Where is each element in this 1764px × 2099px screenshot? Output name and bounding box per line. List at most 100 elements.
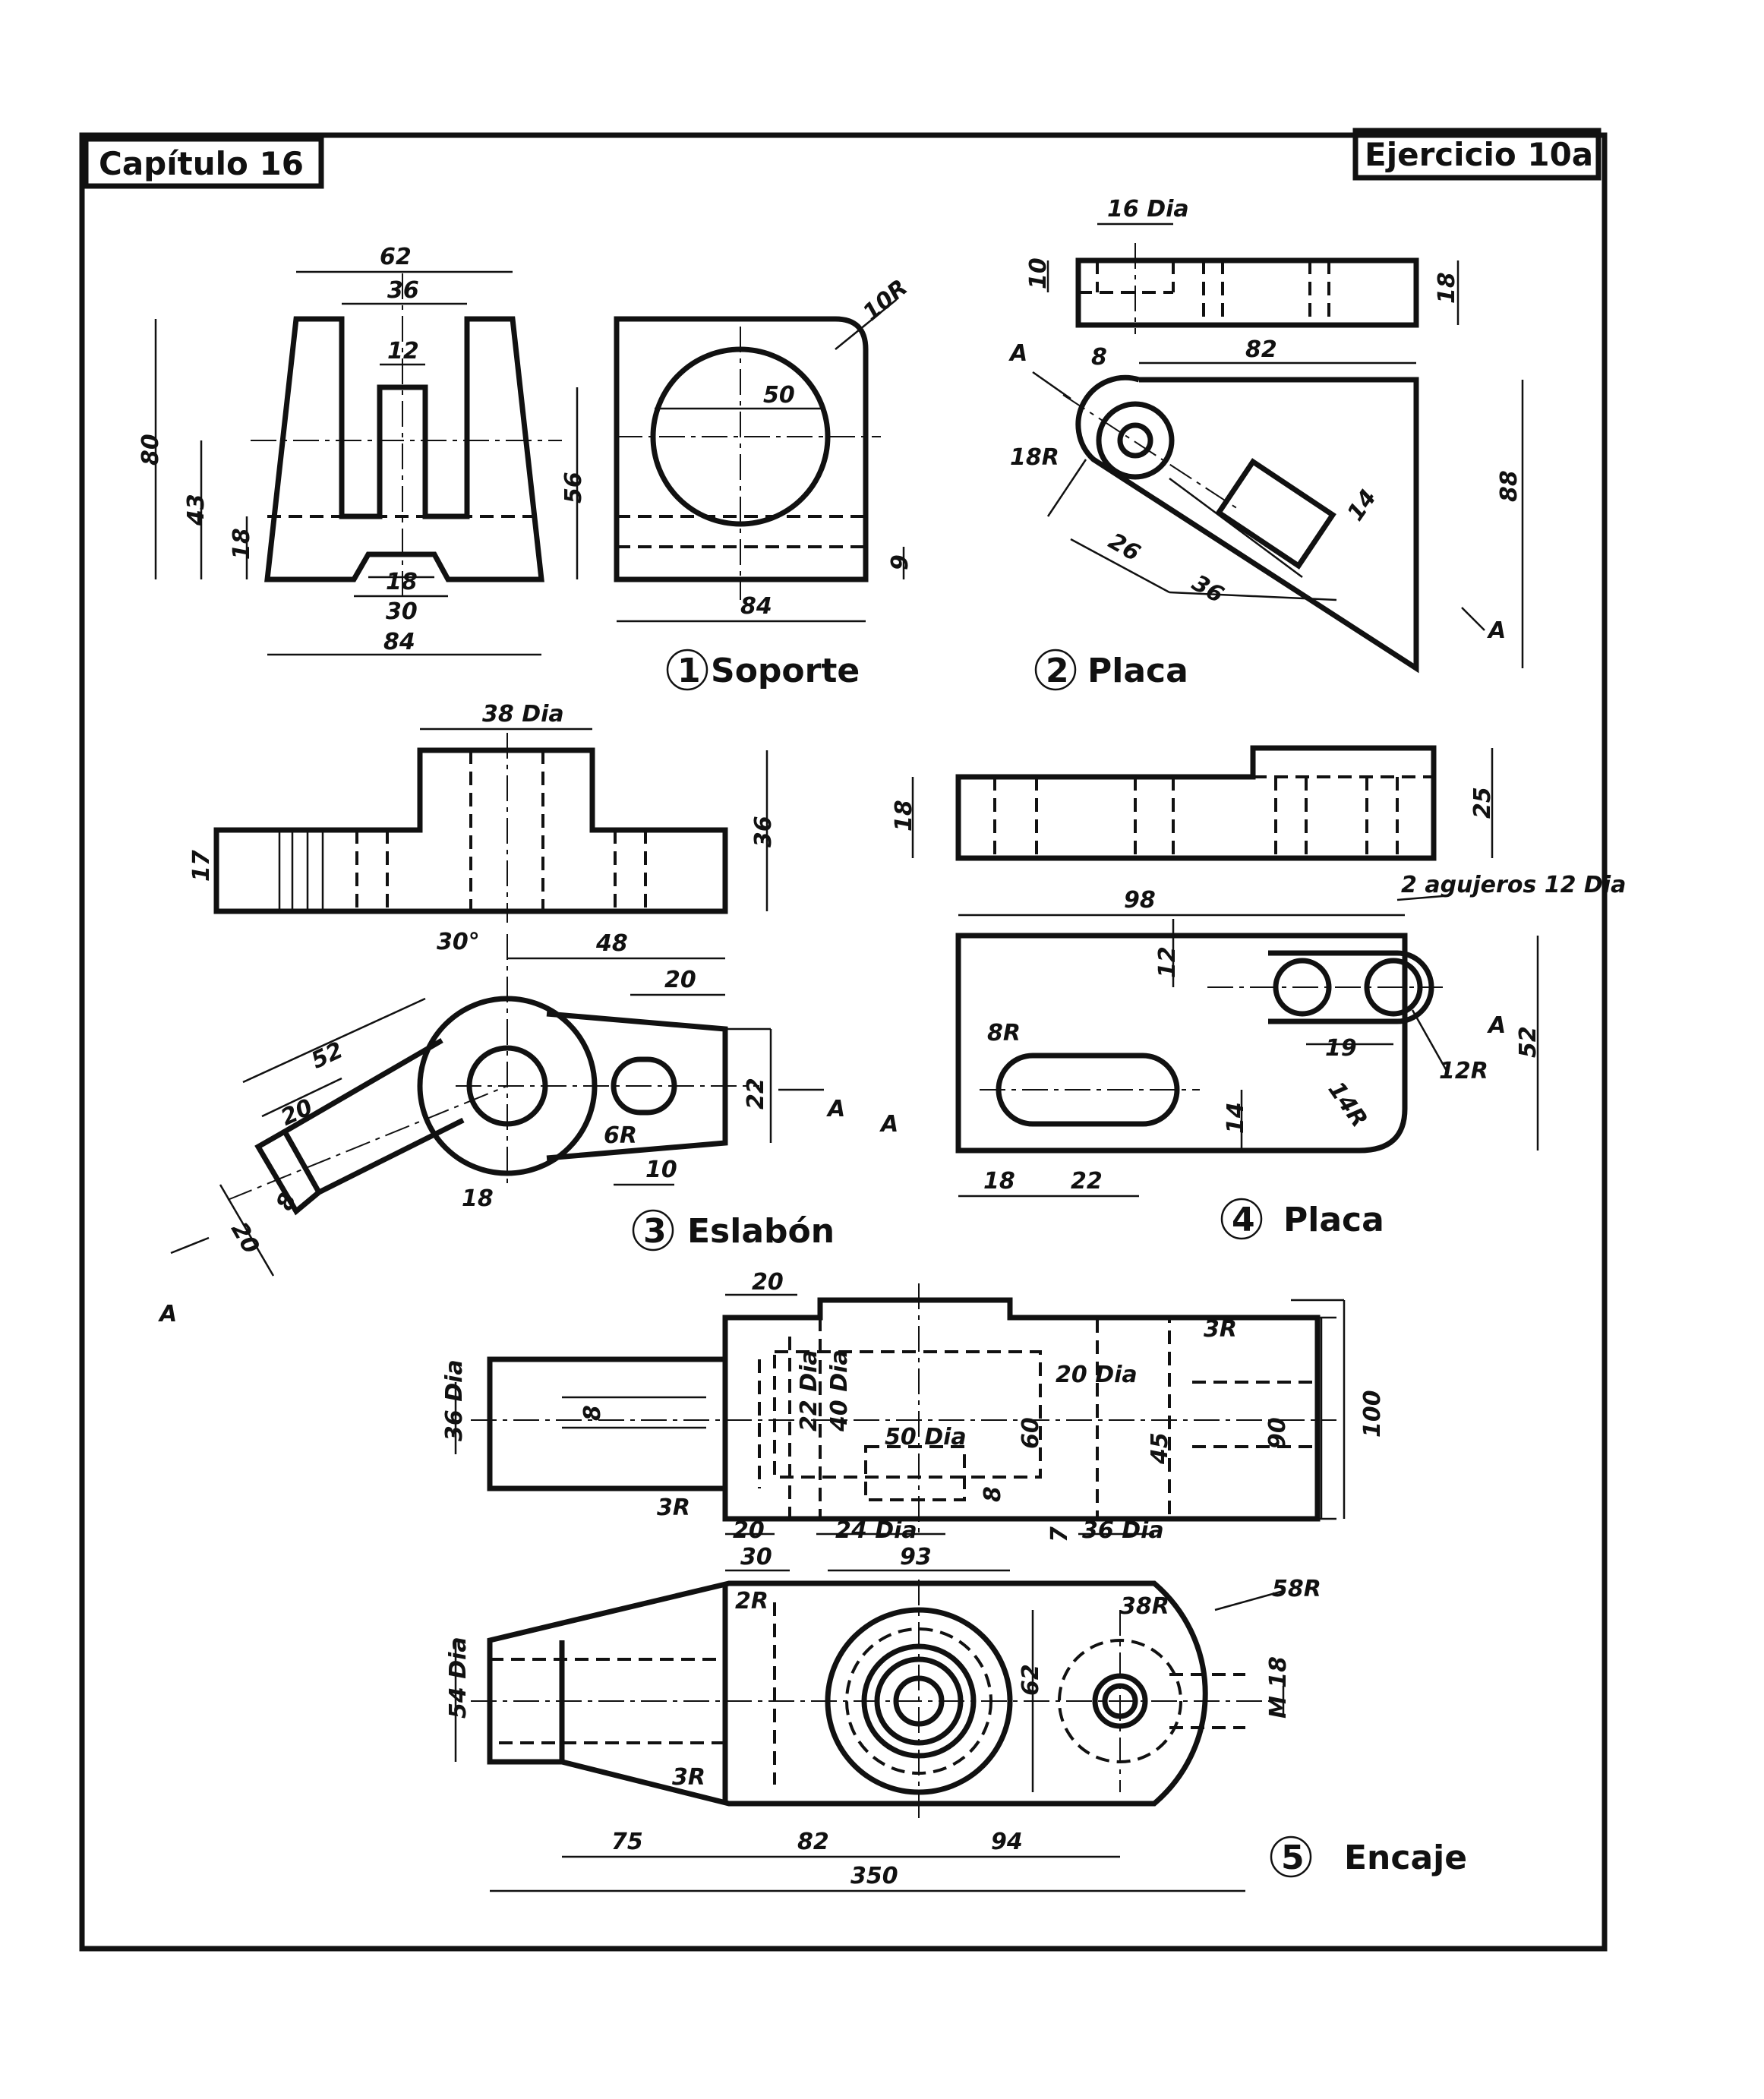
soporte-number-circle xyxy=(666,649,708,691)
placa4-dim-14r: 14R xyxy=(1323,1077,1373,1132)
placa2-front-outline xyxy=(1075,374,1419,674)
eslabon-dim-38dia: 38 Dia xyxy=(482,701,564,728)
eslabon-section-a-left: A xyxy=(158,1301,177,1327)
placa2-section-a-top: A xyxy=(1008,340,1027,367)
placa4-top-view xyxy=(955,745,1437,861)
encaje-dim-m18: M 18 xyxy=(1265,1656,1292,1719)
eslabon-dim-18: 18 xyxy=(462,1185,494,1212)
eslabon-dim-20-end: 20 xyxy=(226,1218,264,1259)
encaje-front-outline xyxy=(487,1297,1321,1522)
soporte-dim-18: 18 xyxy=(229,528,255,560)
encaje-dim-3r-top: 3R xyxy=(1204,1316,1237,1343)
placa4-title: Placa xyxy=(1283,1201,1384,1239)
eslabon-dim-20-top: 20 xyxy=(664,967,696,993)
encaje-dim-2r: 2R xyxy=(735,1588,768,1614)
encaje-dim-20dia: 20 Dia xyxy=(1056,1362,1138,1388)
encaje-dim-30: 30 xyxy=(740,1544,772,1570)
placa2-dim-18: 18 xyxy=(1434,272,1460,304)
eslabon-dim-10: 10 xyxy=(645,1157,677,1183)
placa4-dim-2-agujeros: 2 agujeros 12 Dia xyxy=(1401,872,1626,898)
encaje-dim-7: 7 xyxy=(1046,1526,1073,1542)
placa2-dim-16dia: 16 Dia xyxy=(1107,196,1189,223)
placa2-dim-36: 36 xyxy=(1188,570,1229,608)
placa4-dim-12r: 12R xyxy=(1439,1058,1488,1084)
encaje-number: 5 xyxy=(1281,1839,1305,1877)
encaje-dim-93: 93 xyxy=(900,1544,932,1570)
encaje-dim-60: 60 xyxy=(1018,1417,1044,1449)
placa4-dim-8r: 8R xyxy=(987,1020,1021,1046)
encaje-dim-8-slot: 8 xyxy=(579,1405,606,1421)
soporte-dim-30: 30 xyxy=(386,598,418,625)
exercise-box: Ejercicio 10a xyxy=(1352,128,1601,181)
encaje-dim-350: 350 xyxy=(850,1863,898,1889)
placa4-dim-98: 98 xyxy=(1124,887,1156,914)
placa2-section-a-bottom: A xyxy=(1487,617,1506,644)
placa2-dim-82: 82 xyxy=(1245,336,1277,363)
figure-1-soporte: 62 36 12 80 43 18 56 18 30 84 10R 50 9 8… xyxy=(137,244,914,691)
encaje-dim-8-step: 8 xyxy=(980,1486,1006,1502)
placa2-dim-10: 10 xyxy=(1025,257,1052,289)
encaje-dim-90: 90 xyxy=(1264,1417,1291,1449)
eslabon-dim-48: 48 xyxy=(595,930,628,957)
exercise-label: Ejercicio 10a xyxy=(1365,136,1593,173)
eslabon-dim-36: 36 xyxy=(750,816,777,847)
chapter-box: Capítulo 16 xyxy=(83,136,324,189)
figure-4-placa: 18 25 98 2 agujeros 12 Dia 12 A 8R 19 12… xyxy=(879,745,1626,1240)
soporte-dim-84: 84 xyxy=(383,629,415,655)
soporte-side-outline xyxy=(614,316,869,582)
placa2-title: Placa xyxy=(1087,652,1188,690)
placa2-number-circle xyxy=(1034,649,1077,691)
encaje-dim-36dia-left: 36 Dia xyxy=(441,1359,468,1441)
eslabon-number-circle xyxy=(632,1209,674,1252)
placa4-dim-22: 22 xyxy=(1071,1168,1103,1195)
placa4-dim-25: 25 xyxy=(1469,787,1496,819)
eslabon-dim-30deg: 30° xyxy=(437,929,480,955)
placa4-dim-14: 14 xyxy=(1223,1102,1249,1134)
encaje-dim-62: 62 xyxy=(1018,1664,1044,1696)
encaje-dim-3r-left: 3R xyxy=(657,1495,690,1521)
placa4-section-a-left: A xyxy=(879,1111,898,1138)
soporte-dim-62: 62 xyxy=(380,244,412,270)
encaje-dim-20-bottom: 20 xyxy=(733,1517,765,1544)
eslabon-section-a-right: A xyxy=(826,1096,845,1122)
encaje-dim-50dia: 50 Dia xyxy=(885,1424,967,1450)
encaje-dim-75: 75 xyxy=(611,1829,643,1855)
eslabon-title: Eslabón xyxy=(687,1212,835,1251)
placa4-dim-12: 12 xyxy=(1154,946,1181,978)
encaje-dim-100: 100 xyxy=(1359,1390,1386,1438)
encaje-dim-94: 94 xyxy=(991,1829,1023,1855)
placa4-number: 4 xyxy=(1232,1201,1255,1239)
sheet-border xyxy=(79,132,1608,1952)
encaje-dim-54dia: 54 Dia xyxy=(445,1637,472,1719)
soporte-dim-36: 36 xyxy=(387,277,419,304)
placa4-number-circle xyxy=(1220,1198,1263,1240)
placa2-number: 2 xyxy=(1046,652,1069,690)
encaje-dim-40dia: 40 Dia xyxy=(826,1349,853,1432)
soporte-dim-9: 9 xyxy=(887,554,914,570)
eslabon-number: 3 xyxy=(643,1212,667,1251)
placa2-dim-8: 8 xyxy=(1091,344,1107,371)
soporte-dim-84-side: 84 xyxy=(740,593,772,620)
placa4-dim-18: 18 xyxy=(891,800,917,832)
placa4-dim-52: 52 xyxy=(1515,1026,1542,1058)
encaje-dim-36dia-bottom: 36 Dia xyxy=(1082,1517,1164,1544)
eslabon-dim-6r: 6R xyxy=(604,1122,637,1149)
placa2-dim-18r: 18R xyxy=(1010,444,1059,471)
encaje-dim-45: 45 xyxy=(1147,1432,1173,1465)
placa4-section-a-right: A xyxy=(1487,1012,1506,1039)
encaje-dim-82: 82 xyxy=(797,1829,829,1855)
soporte-dim-18-notch: 18 xyxy=(386,569,418,595)
soporte-number: 1 xyxy=(677,652,701,690)
placa4-front-outline xyxy=(955,933,1408,1154)
soporte-dim-50: 50 xyxy=(763,382,795,409)
encaje-dim-3r-bottom: 3R xyxy=(672,1764,705,1791)
eslabon-dim-20-arm: 20 xyxy=(277,1094,317,1131)
encaje-title: Encaje xyxy=(1344,1839,1467,1877)
eslabon-dim-17: 17 xyxy=(188,850,215,882)
encaje-dim-38r: 38R xyxy=(1120,1593,1169,1620)
placa4-dim-19: 19 xyxy=(1325,1035,1357,1062)
soporte-dim-80: 80 xyxy=(137,434,164,466)
soporte-dim-43: 43 xyxy=(183,494,210,526)
encaje-dim-24dia: 24 Dia xyxy=(835,1517,917,1544)
